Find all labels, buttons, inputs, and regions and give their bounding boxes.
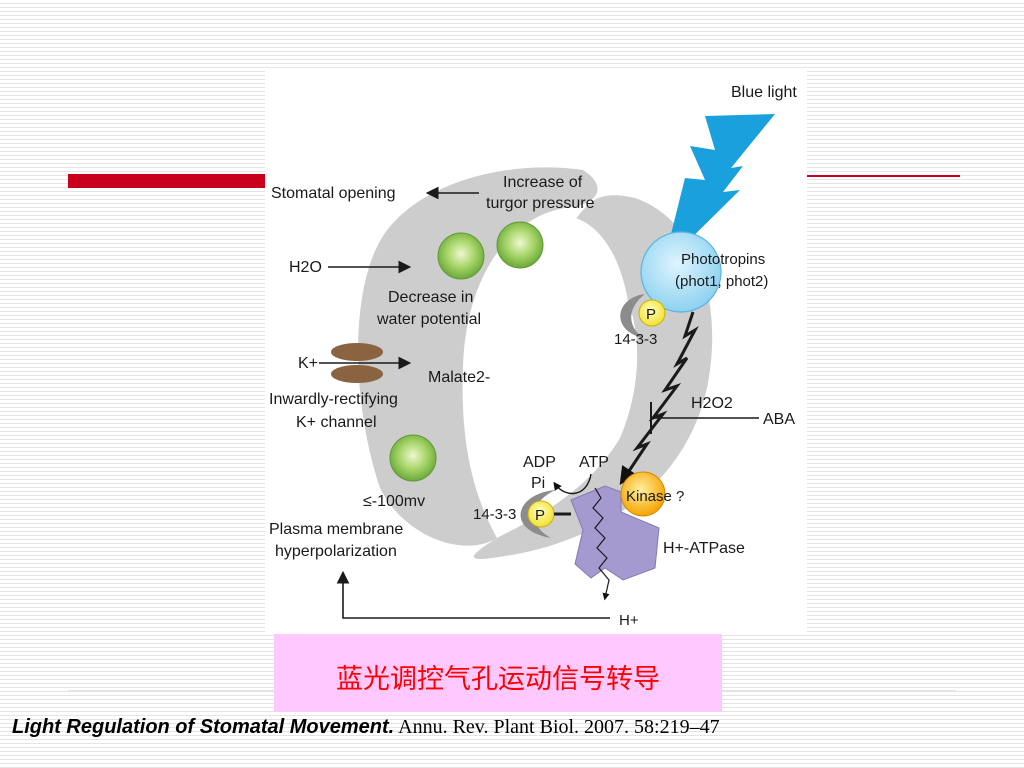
hyperpolarization-label-1: Plasma membrane	[269, 521, 403, 538]
atpase-label: H+-ATPase	[663, 540, 745, 557]
feedback-arrow	[336, 570, 610, 619]
aba-label: ABA	[763, 411, 795, 428]
signal-cascade-arrow	[619, 311, 699, 485]
phototropin-receptor-icon	[640, 231, 722, 313]
water-potential-label-2: water potential	[376, 311, 481, 328]
turgor-label-2: turgor pressure	[486, 195, 595, 212]
chloroplast	[437, 232, 485, 280]
k-plus-label: K+	[298, 355, 318, 372]
water-label: H2O	[289, 259, 322, 276]
protein-1433-lower-icon	[520, 490, 555, 538]
protein-1433-upper-icon	[620, 294, 645, 338]
title-accent-bar	[68, 174, 268, 188]
proton-label: H+	[619, 612, 639, 629]
k-channel-bottom-icon	[331, 365, 383, 383]
phosphate-upper-icon	[638, 299, 666, 327]
blue-light-bolt-icon	[663, 114, 775, 266]
protein-1433-lower-label: 14-3-3	[473, 506, 516, 523]
atp-hydrolysis-arrow	[553, 473, 592, 495]
protein-1433-upper-label: 14-3-3	[614, 331, 657, 348]
phosphate-upper-label: P	[646, 306, 656, 323]
caption-box: 蓝光调控气孔运动信号转导	[274, 634, 722, 712]
blue-light-label: Blue light	[731, 84, 797, 101]
phototropins-label-2: (phot1, phot2)	[675, 273, 768, 290]
voltage-label: ≤-100mv	[363, 493, 425, 510]
channel-label-2: K+ channel	[296, 414, 377, 431]
phototropins-label-1: Phototropins	[681, 251, 765, 268]
channel-label-1: Inwardly-rectifying	[269, 391, 398, 408]
hyperpolarization-label-2: hyperpolarization	[275, 543, 397, 560]
h-atpase-icon	[570, 485, 660, 581]
stomata-diagram: Blue light Stomatal opening Increase of …	[265, 68, 807, 634]
atp-label: ATP	[579, 454, 609, 471]
chloroplast	[389, 434, 437, 482]
stomata-diagram-svg: Blue light Stomatal opening Increase of …	[269, 84, 797, 629]
caption-text: 蓝光调控气孔运动信号转导	[336, 663, 660, 695]
kinase-label: Kinase ?	[626, 488, 684, 505]
phosphate-lower-label: P	[535, 507, 545, 524]
title-accent-line	[806, 175, 960, 177]
citation-source: Annu. Rev. Plant Biol. 2007. 58:219–47	[394, 716, 720, 738]
kinase-icon	[620, 471, 666, 517]
proton-path	[592, 487, 610, 601]
turgor-label-1: Increase of	[503, 174, 583, 191]
adp-label: ADP	[523, 454, 556, 471]
water-potential-label-1: Decrease in	[388, 289, 473, 306]
chloroplast	[496, 221, 544, 269]
malate-label: Malate2-	[428, 369, 490, 386]
stomatal-opening-label: Stomatal opening	[271, 185, 396, 202]
citation: Light Regulation of Stomatal Movement. A…	[12, 716, 720, 739]
h2o2-label: H2O2	[691, 395, 733, 412]
stomatal-pore	[466, 216, 631, 530]
k-channel-top-icon	[331, 343, 383, 361]
citation-title: Light Regulation of Stomatal Movement.	[12, 716, 395, 738]
pi-label: Pi	[531, 475, 545, 492]
